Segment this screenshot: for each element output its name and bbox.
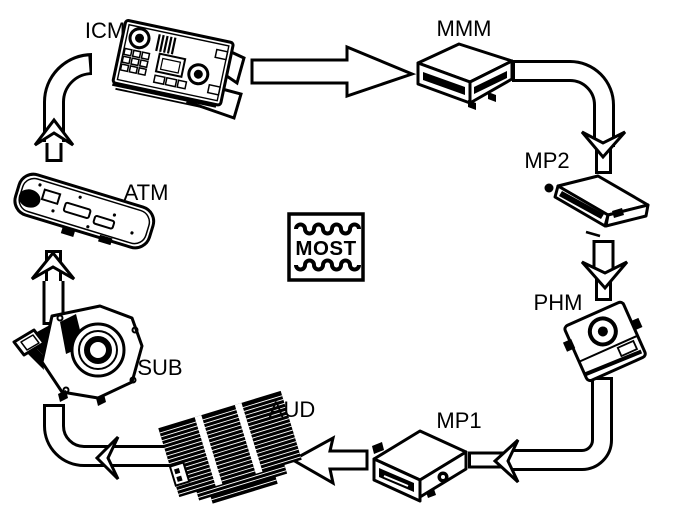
arrow-mp2-to-phm bbox=[580, 240, 629, 301]
label-phm: PHM bbox=[534, 290, 583, 315]
mp2-connector-strip bbox=[559, 191, 604, 219]
device-aud bbox=[158, 390, 302, 504]
aud-heatsink-fins bbox=[159, 395, 301, 501]
device-atm bbox=[13, 172, 156, 250]
atm-dark-block bbox=[18, 189, 41, 208]
mp2-knob bbox=[544, 183, 554, 193]
arrow-phm-to-mp1 bbox=[468, 377, 613, 484]
device-phm bbox=[562, 300, 647, 383]
mmm-front-slot bbox=[423, 72, 465, 95]
device-icm bbox=[111, 19, 246, 120]
arrow-atm-to-icm bbox=[33, 53, 93, 162]
label-aud: AUD bbox=[269, 397, 315, 422]
most-logo-text: MOST bbox=[295, 237, 356, 260]
mp1-top-tab bbox=[372, 442, 384, 454]
label-mp2: MP2 bbox=[524, 148, 569, 173]
aud-connector-notch bbox=[168, 461, 191, 487]
device-mp1 bbox=[372, 429, 468, 503]
label-atm: ATM bbox=[124, 180, 169, 205]
sub-duct-end bbox=[12, 328, 46, 357]
arrow-mp1-to-aud bbox=[289, 435, 369, 486]
label-icm: ICM bbox=[85, 18, 125, 43]
arrow-mmm-to-mp2 bbox=[512, 60, 627, 174]
icm-button-grid bbox=[119, 47, 229, 96]
arrow-aud-to-sub bbox=[43, 404, 172, 481]
most-logo-wave-top bbox=[294, 222, 361, 236]
mp1-front-slot bbox=[379, 468, 414, 492]
label-sub: SUB bbox=[137, 355, 182, 380]
device-sub bbox=[12, 304, 144, 406]
label-mmm: MMM bbox=[437, 16, 492, 41]
device-mp2 bbox=[544, 174, 650, 238]
most-logo-wave-bottom bbox=[294, 258, 361, 272]
sub-speaker-cone bbox=[84, 336, 112, 364]
label-mp1: MP1 bbox=[436, 408, 481, 433]
mmm-side-slot bbox=[474, 71, 507, 94]
device-mmm bbox=[416, 42, 514, 110]
arrow-icm-to-mmm bbox=[250, 44, 417, 99]
most-logo: MOST bbox=[287, 212, 365, 282]
